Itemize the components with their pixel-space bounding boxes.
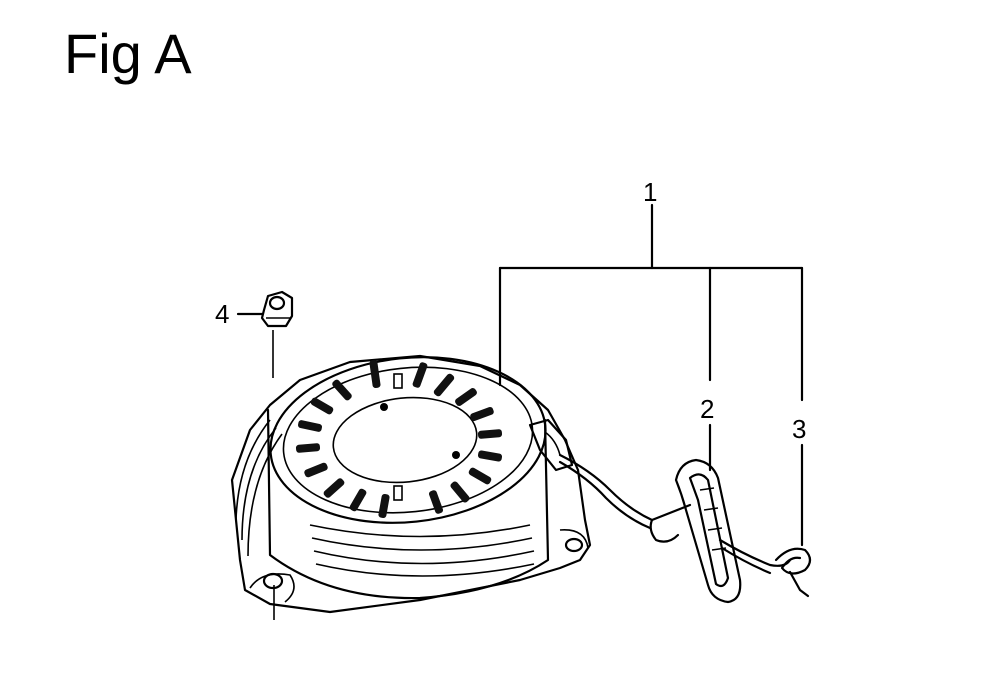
mount-hole xyxy=(564,537,584,553)
vent-slots xyxy=(295,359,503,519)
flange-nut-drawing xyxy=(260,290,294,328)
callout-1: 1 xyxy=(643,177,657,207)
starter-grip-drawing xyxy=(649,458,742,604)
callout-3: 3 xyxy=(792,414,806,444)
figure-title: Fig A xyxy=(64,22,192,85)
boss-dot xyxy=(452,451,460,459)
boss-block xyxy=(393,373,403,389)
recoil-starter-drawing xyxy=(230,354,592,614)
callout-leaders xyxy=(236,203,804,620)
boss-dot xyxy=(380,403,388,411)
boss-block xyxy=(393,485,403,501)
starter-rope-drawing xyxy=(558,453,812,598)
callout-2: 2 xyxy=(700,394,714,424)
callout-4: 4 xyxy=(215,299,229,329)
